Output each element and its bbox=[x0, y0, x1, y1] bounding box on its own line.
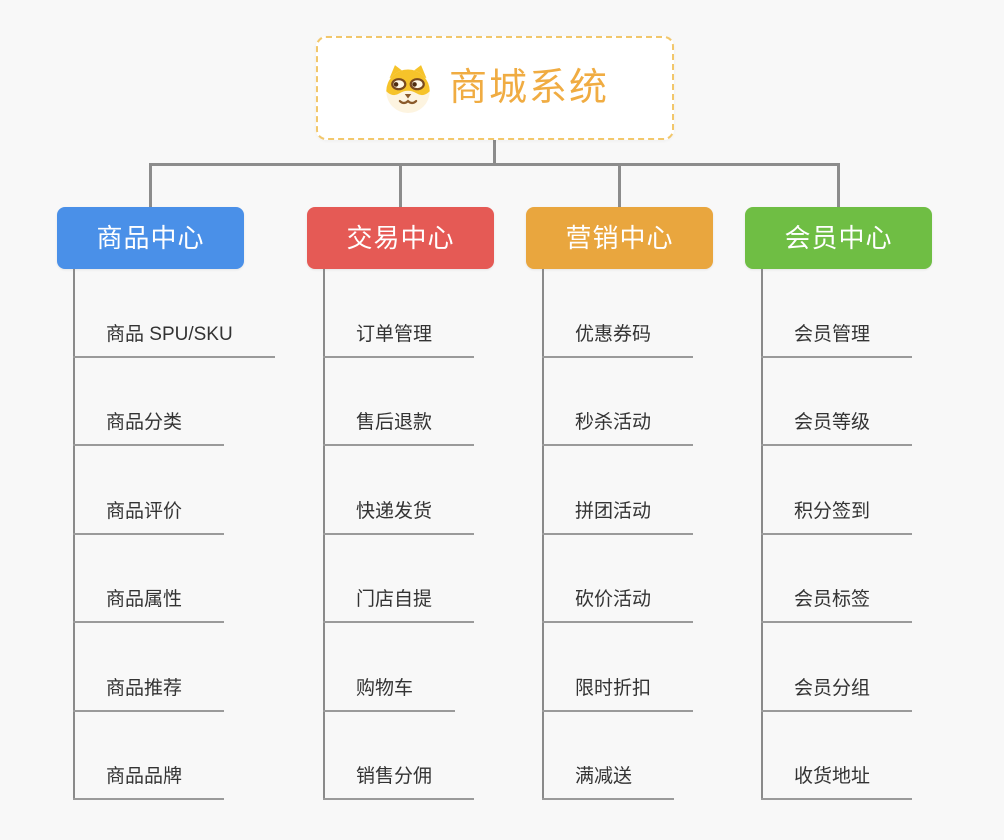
leaf-node[interactable]: 商品 SPU/SKU bbox=[73, 324, 275, 358]
leaf-node[interactable]: 商品属性 bbox=[73, 589, 225, 623]
branch-product-center: 商品中心 商品 SPU/SKU 商品分类 商品评价 商品属性 商品推荐 商品品牌 bbox=[57, 207, 275, 800]
leaf-node[interactable]: 积分签到 bbox=[761, 501, 913, 535]
branch-label: 交易中心 bbox=[346, 223, 455, 253]
branch-node-marketing-center[interactable]: 营销中心 bbox=[526, 207, 713, 269]
branch-label: 会员中心 bbox=[784, 223, 893, 253]
branch-trade-center: 交易中心 订单管理 售后退款 快递发货 门店自提 购物车 销售分佣 bbox=[307, 207, 494, 800]
leaf-node[interactable]: 购物车 bbox=[323, 678, 456, 712]
branch-marketing-center: 营销中心 优惠券码 秒杀活动 拼团活动 砍价活动 限时折扣 满减送 bbox=[526, 207, 713, 800]
branch-node-product-center[interactable]: 商品中心 bbox=[57, 207, 244, 269]
leaf-node[interactable]: 快递发货 bbox=[323, 501, 475, 535]
root-title: 商城系统 bbox=[448, 67, 609, 109]
leaf-node[interactable]: 商品评价 bbox=[73, 501, 225, 535]
leaf-node[interactable]: 收货地址 bbox=[761, 766, 913, 800]
connector-root-drop bbox=[493, 140, 496, 164]
leaf-node[interactable]: 限时折扣 bbox=[542, 678, 694, 712]
leaf-node[interactable]: 门店自提 bbox=[323, 589, 475, 623]
branch-label: 营销中心 bbox=[565, 223, 674, 253]
root-node[interactable]: 商城系统 bbox=[316, 36, 674, 140]
branch-leaves: 商品 SPU/SKU 商品分类 商品评价 商品属性 商品推荐 商品品牌 bbox=[73, 269, 335, 800]
leaf-node[interactable]: 售后退款 bbox=[323, 412, 475, 446]
branch-node-member-center[interactable]: 会员中心 bbox=[745, 207, 932, 269]
leaf-node[interactable]: 会员管理 bbox=[761, 324, 913, 358]
branch-member-center: 会员中心 会员管理 会员等级 积分签到 会员标签 会员分组 收货地址 bbox=[745, 207, 932, 800]
connector-stub-product bbox=[149, 163, 152, 209]
leaf-node[interactable]: 商品品牌 bbox=[73, 766, 225, 800]
dog-face-icon bbox=[381, 63, 435, 113]
leaf-node[interactable]: 会员分组 bbox=[761, 678, 913, 712]
connector-horizontal-bar bbox=[149, 163, 840, 166]
leaf-node[interactable]: 优惠券码 bbox=[542, 324, 694, 358]
connector-stub-trade bbox=[399, 163, 402, 209]
connector-stub-member bbox=[837, 163, 840, 209]
leaf-node[interactable]: 秒杀活动 bbox=[542, 412, 694, 446]
branch-leaves: 优惠券码 秒杀活动 拼团活动 砍价活动 限时折扣 满减送 bbox=[542, 269, 804, 800]
leaf-node[interactable]: 商品分类 bbox=[73, 412, 225, 446]
branch-leaves: 订单管理 售后退款 快递发货 门店自提 购物车 销售分佣 bbox=[323, 269, 585, 800]
leaf-node[interactable]: 销售分佣 bbox=[323, 766, 475, 800]
leaf-node[interactable]: 会员标签 bbox=[761, 589, 913, 623]
leaf-node[interactable]: 砍价活动 bbox=[542, 589, 694, 623]
leaf-node[interactable]: 会员等级 bbox=[761, 412, 913, 446]
connector-stub-marketing bbox=[618, 163, 621, 209]
leaf-node[interactable]: 订单管理 bbox=[323, 324, 475, 358]
branch-label: 商品中心 bbox=[96, 223, 205, 253]
leaf-node[interactable]: 满减送 bbox=[542, 766, 675, 800]
branch-leaves: 会员管理 会员等级 积分签到 会员标签 会员分组 收货地址 bbox=[761, 269, 1004, 800]
leaf-node[interactable]: 拼团活动 bbox=[542, 501, 694, 535]
branch-node-trade-center[interactable]: 交易中心 bbox=[307, 207, 494, 269]
leaf-node[interactable]: 商品推荐 bbox=[73, 678, 225, 712]
